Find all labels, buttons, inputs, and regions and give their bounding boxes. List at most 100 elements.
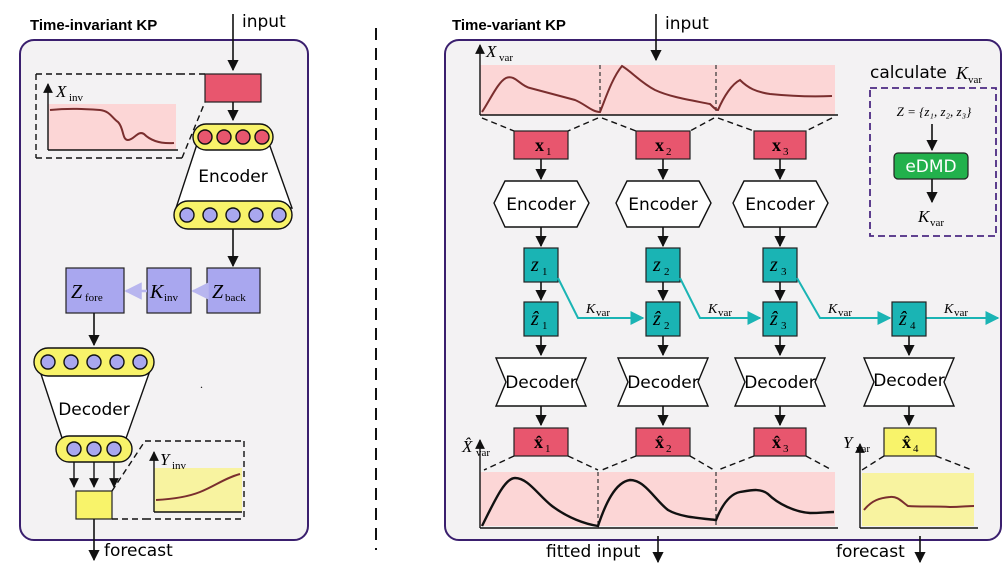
zhat1-box: ẑ 1	[523, 301, 559, 337]
svg-text:K: K	[707, 302, 718, 317]
svg-text:Decoder: Decoder	[505, 373, 577, 393]
svg-text:3: 3	[781, 266, 787, 278]
svg-text:Encoder: Encoder	[506, 195, 576, 215]
calc-title: calculate	[870, 63, 947, 83]
svg-text:2: 2	[664, 266, 670, 278]
svg-text:2: 2	[666, 443, 672, 455]
svg-text:1: 1	[545, 443, 551, 455]
svg-text:z: z	[769, 254, 778, 276]
right-decoder-4: Decoder	[862, 357, 956, 407]
x1-box: x 1	[513, 130, 569, 160]
svg-text:1: 1	[542, 266, 548, 278]
right-forecast-label: forecast	[836, 542, 905, 562]
svg-text:var: var	[596, 307, 610, 319]
y-var-sub: var	[856, 443, 870, 455]
stray-dot: .	[200, 377, 203, 391]
left-title: Time-invariant KP	[30, 17, 157, 34]
z2-box: z 2	[645, 247, 681, 283]
right-encoder-2: Encoder	[615, 180, 712, 228]
svg-text:3: 3	[783, 443, 789, 455]
zhat4-box: ẑ 4	[891, 301, 927, 337]
svg-text:ẑ: ẑ	[769, 308, 778, 330]
svg-text:var: var	[968, 74, 982, 86]
svg-text:K: K	[585, 302, 596, 317]
svg-text:ẑ: ẑ	[652, 308, 661, 330]
svg-text:x: x	[535, 135, 544, 155]
svg-text:ẑ: ẑ	[530, 308, 539, 330]
y-var-label: Y	[843, 433, 854, 452]
x-var-plot: X var	[475, 42, 838, 116]
x3-box: x 3	[753, 130, 807, 160]
svg-text:var: var	[954, 307, 968, 319]
svg-text:1: 1	[546, 146, 552, 158]
svg-text:1: 1	[542, 320, 548, 332]
left-encoder-label: Encoder	[198, 167, 268, 187]
svg-text:2: 2	[664, 320, 670, 332]
svg-text:K: K	[149, 281, 165, 303]
svg-text:var: var	[930, 217, 944, 229]
svg-text:x̂: x̂	[902, 432, 911, 452]
k-var-transitions: K var K var K var K var	[557, 277, 1000, 325]
svg-text:x̂: x̂	[655, 432, 664, 452]
svg-text:Decoder: Decoder	[744, 373, 816, 393]
svg-text:Z: Z	[212, 281, 224, 303]
svg-text:3: 3	[781, 320, 787, 332]
svg-text:K: K	[827, 302, 838, 317]
left-encoder: Encoder	[173, 123, 293, 230]
svg-text:3: 3	[783, 146, 789, 158]
right-encoder-3: Encoder	[732, 180, 829, 228]
edmd-box	[893, 152, 969, 180]
k-inv-box: K inv	[146, 267, 192, 314]
edmd-label: eDMD	[905, 157, 956, 177]
x-inv-inset: X inv	[35, 73, 206, 159]
calculate-k-var-box: calculate K var Z = {z₁, z₂, z₃} eDMD K …	[869, 63, 997, 237]
svg-text:4: 4	[910, 320, 916, 332]
xhat1-box: x̂ 1	[513, 427, 569, 457]
z1-box: z 1	[523, 247, 559, 283]
right-decoder-1: Decoder	[494, 357, 588, 407]
time-invariant-panel: Time-invariant KP input X inv	[19, 12, 309, 562]
xhat4-box: x̂ 4	[883, 427, 937, 457]
svg-text:K: K	[943, 302, 954, 317]
svg-text:back: back	[225, 292, 246, 304]
svg-text:4: 4	[913, 443, 919, 455]
time-variant-panel: Time-variant KP input X var x 1	[444, 14, 1002, 564]
y-inv-sub: inv	[172, 460, 187, 472]
svg-text:Encoder: Encoder	[745, 195, 815, 215]
xhat-var-plot: X̂ var	[461, 437, 838, 529]
svg-text:fore: fore	[85, 292, 103, 304]
left-forecast-label: forecast	[104, 541, 173, 561]
svg-text:x̂: x̂	[772, 432, 781, 452]
svg-text:z: z	[530, 254, 539, 276]
right-title: Time-variant KP	[452, 17, 566, 34]
svg-text:z: z	[652, 254, 661, 276]
left-input-box	[204, 73, 262, 103]
right-encoder-1: Encoder	[493, 180, 590, 228]
svg-text:var: var	[838, 307, 852, 319]
left-input-label: input	[242, 12, 286, 32]
xhat3-box: x̂ 3	[753, 427, 807, 457]
svg-text:ẑ: ẑ	[898, 308, 907, 330]
x-inv-sub: inv	[69, 92, 84, 104]
fitted-input-label: fitted input	[546, 542, 641, 562]
y-var-plot: Y var	[843, 433, 978, 529]
svg-text:Z: Z	[71, 281, 83, 303]
svg-text:inv: inv	[164, 292, 179, 304]
y-inv-label: Y	[160, 450, 171, 469]
svg-text:var: var	[718, 307, 732, 319]
left-decoder: Decoder	[33, 347, 155, 463]
svg-text:x: x	[655, 135, 664, 155]
x-var-label: X	[485, 42, 497, 61]
right-decoder-2: Decoder	[616, 357, 710, 407]
x-var-sub: var	[499, 52, 513, 64]
svg-text:x: x	[772, 135, 781, 155]
svg-text:2: 2	[666, 146, 672, 158]
xhat-var-sub: var	[476, 447, 490, 459]
right-input-label: input	[665, 14, 709, 34]
zhat2-box: ẑ 2	[645, 301, 681, 337]
right-decoder-3: Decoder	[733, 357, 827, 407]
zhat3-box: ẑ 3	[762, 301, 798, 337]
x2-box: x 2	[635, 130, 691, 160]
svg-text:Decoder: Decoder	[627, 373, 699, 393]
